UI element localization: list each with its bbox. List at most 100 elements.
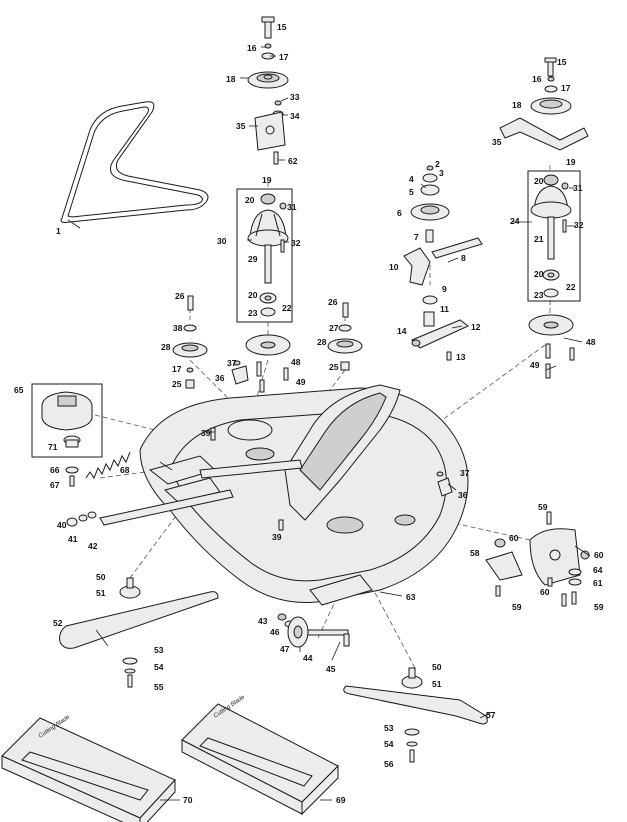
callout-16b: 16 [532,74,542,84]
callout-32b: 32 [574,220,584,230]
callout-36b: 36 [458,490,468,500]
center-spindle-stack [236,16,293,323]
callout-53b: 53 [384,723,394,733]
right-spindle-stack [499,57,589,302]
callout-6: 6 [397,208,402,218]
callout-28b: 28 [317,337,327,347]
idler-assembly [403,165,483,361]
callout-19: 19 [262,175,272,185]
callout-20b: 20 [248,290,258,300]
callout-50: 50 [96,572,106,582]
callout-numbers: 15 16 17 18 33 34 35 62 19 20 31 30 32 2… [14,22,604,805]
callout-20d: 20 [534,269,544,279]
callout-32: 32 [291,238,301,248]
callout-44: 44 [303,653,313,663]
callout-41: 41 [68,534,78,544]
callout-18: 18 [226,74,236,84]
callout-59b: 59 [512,602,522,612]
clutch-box [31,383,103,458]
callout-20: 20 [245,195,255,205]
callout-68: 68 [120,465,130,475]
callout-23: 23 [248,308,258,318]
callout-7: 7 [414,232,419,242]
callout-60b: 60 [594,550,604,560]
callout-54: 54 [154,662,164,672]
callout-49: 49 [296,377,306,387]
callout-69: 69 [336,795,346,805]
left-pulley-stack [172,295,208,389]
cutting-deck [139,384,469,606]
drive-belt [60,101,209,223]
callout-22: 22 [282,303,292,313]
callout-37: 37 [227,358,237,368]
callout-60: 60 [509,533,519,543]
callout-18b: 18 [512,100,522,110]
mounting-plates [245,314,575,393]
callout-21: 21 [534,234,544,244]
callout-38: 38 [173,323,183,333]
callout-55: 55 [154,682,164,692]
callout-10: 10 [389,262,399,272]
cutting-blade-box-69 [181,703,339,816]
callout-27: 27 [329,323,339,333]
callout-34: 34 [290,111,300,121]
callout-43: 43 [258,616,268,626]
callout-17c: 17 [172,364,182,374]
callout-60c: 60 [540,587,550,597]
callout-1: 1 [56,226,61,236]
right-blade [343,667,488,763]
anti-scalp-roller [277,613,350,648]
callout-62: 62 [288,156,298,166]
callout-23b: 23 [534,290,544,300]
callout-15b: 15 [557,57,567,67]
callout-35: 35 [236,121,246,131]
callout-25b: 25 [329,362,339,372]
callout-17: 17 [279,52,289,62]
callout-56: 56 [384,759,394,769]
callout-40: 40 [57,520,67,530]
callout-48b: 48 [586,337,596,347]
callout-13: 13 [456,352,466,362]
callout-59: 59 [538,502,548,512]
callout-31b: 31 [573,183,583,193]
callout-26b: 26 [328,297,338,307]
callout-50b: 50 [432,662,442,672]
callout-24: 24 [510,216,520,226]
callout-28: 28 [161,342,171,352]
callout-26: 26 [175,291,185,301]
callout-19b: 19 [566,157,576,167]
callout-45: 45 [326,664,336,674]
callout-33: 33 [290,92,300,102]
callout-54b: 54 [384,739,394,749]
callout-2: 2 [435,159,440,169]
callout-49b: 49 [530,360,540,370]
callout-63: 63 [406,592,416,602]
callout-30: 30 [217,236,227,246]
callout-20c: 20 [534,176,544,186]
callout-11: 11 [440,304,449,314]
deck-hardware [210,360,453,531]
link-arm [66,459,303,527]
callout-71: 71 [48,442,58,452]
callout-59c: 59 [594,602,604,612]
left-blade [59,577,219,688]
callout-51: 51 [96,588,106,598]
callout-53: 53 [154,645,164,655]
callout-5: 5 [409,187,414,197]
callout-61: 61 [593,578,603,588]
callout-leader-lines [67,46,591,801]
right-pulley-stack [327,302,363,371]
callout-14: 14 [397,326,407,336]
spring-and-bolt [65,451,131,487]
callout-70: 70 [183,795,193,805]
callout-31: 31 [287,202,297,212]
cutting-blade-box-70 [1,717,176,822]
callout-67: 67 [50,480,60,490]
callout-51b: 51 [432,679,442,689]
callout-39: 39 [201,428,211,438]
callout-29: 29 [248,254,258,264]
callout-25: 25 [172,379,182,389]
callout-42: 42 [88,541,98,551]
